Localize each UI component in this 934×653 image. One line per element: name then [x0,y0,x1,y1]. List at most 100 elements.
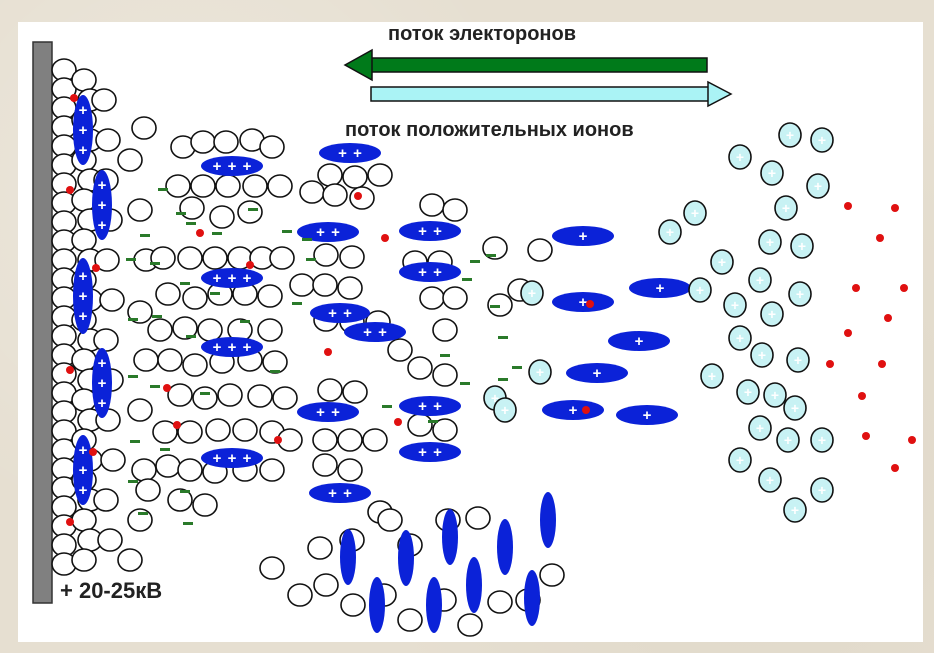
neutral-molecule [167,383,193,407]
ionized-molecule [73,95,93,165]
plus-sign: + [768,165,776,181]
plus-sign: + [643,407,652,424]
plus-sign: + [666,224,674,240]
neutral-molecule [313,243,339,267]
plus-sign: + [736,452,744,468]
electron [884,314,892,322]
plus-sign: + [791,502,799,518]
neutral-molecule [267,174,293,198]
positive-ion [493,397,517,423]
ionized-molecule [92,348,112,418]
negative-ion [248,208,258,211]
positive-ion [528,359,552,385]
neutral-molecule [131,458,157,482]
positive-ion [710,249,734,275]
positive-ion [520,280,544,306]
neutral-molecule [155,454,181,478]
neutral-molecule [217,383,243,407]
ionized-molecule [73,258,93,334]
neutral-molecule [197,318,223,342]
positive-ion [776,427,800,453]
ionized-molecule [297,222,359,242]
plus-sign: + [343,305,352,322]
neutral-molecule [71,228,97,252]
plus-sign: + [79,288,88,305]
neutral-molecule [269,246,295,270]
ionized-molecule [297,402,359,422]
electron [354,192,362,200]
plus-sign: + [579,294,588,311]
ion-flow-label: поток положительных ионов [345,119,634,141]
electron [163,384,171,392]
neutral-molecule [205,418,231,442]
plus-sign: + [363,324,372,341]
neutral-molecule [99,288,125,312]
electron [70,94,78,102]
neutral-molecule [150,246,176,270]
plus-sign: + [213,270,222,287]
neutral-molecule [342,380,368,404]
neutral-molecule [349,186,375,210]
neutral-molecule [259,458,285,482]
electron [66,186,74,194]
plus-sign: + [736,330,744,346]
negative-ion [150,262,160,265]
neutral-molecule [177,246,203,270]
neutral-molecule [93,328,119,352]
negative-ions [126,188,522,525]
negative-ion [302,238,312,241]
neutral-molecule [152,420,178,444]
electron-flow-arrow [343,48,708,82]
electron [858,392,866,400]
negative-ion [186,222,196,225]
neutral-molecule [165,174,191,198]
neutral-molecule [93,488,119,512]
neutral-molecule [182,286,208,310]
plus-sign: + [79,268,88,285]
ionized-molecule [497,519,513,575]
positive-ion [810,127,834,153]
plus-sign: + [418,398,427,415]
ionized-molecule [442,509,458,565]
neutral-molecule [299,180,325,204]
positive-ion [688,277,712,303]
positive-ion [778,122,802,148]
plus-sign: + [433,264,442,281]
plus-sign: + [328,305,337,322]
plus-sign: + [79,122,88,139]
plus-sign: + [766,234,774,250]
electron [89,448,97,456]
negative-ion [292,302,302,305]
ionized-molecule [608,331,670,351]
negative-ion [462,278,472,281]
negative-ion [128,318,138,321]
plus-sign: + [818,132,826,148]
voltage-label: + 20-25кВ [60,578,162,603]
neutral-molecule [262,350,288,374]
ion-flow-arrow [370,80,733,108]
negative-ion [200,392,210,395]
electrons [66,94,916,526]
neutral-molecule [442,286,468,310]
neutral-molecule [157,348,183,372]
neutral-molecule [127,300,153,324]
ionized-molecule [629,278,691,298]
neutral-molecule [247,384,273,408]
positive-ion [728,325,752,351]
plus-sign: + [328,485,337,502]
electron [908,436,916,444]
positive-ion [783,497,807,523]
positive-ion [736,379,760,405]
ionized-molecule [201,448,263,468]
ionized-molecule [399,442,461,462]
ionized-molecule [399,221,461,241]
plus-sign: + [818,432,826,448]
electron-flow-label: поток электоронов [388,23,576,45]
neutral-molecule [539,563,565,587]
plus-sign: + [418,264,427,281]
positive-ion [758,229,782,255]
ionized-molecule [201,156,263,176]
negative-ion [270,370,280,373]
neutral-molecule [432,363,458,387]
neutral-molecule [172,316,198,340]
